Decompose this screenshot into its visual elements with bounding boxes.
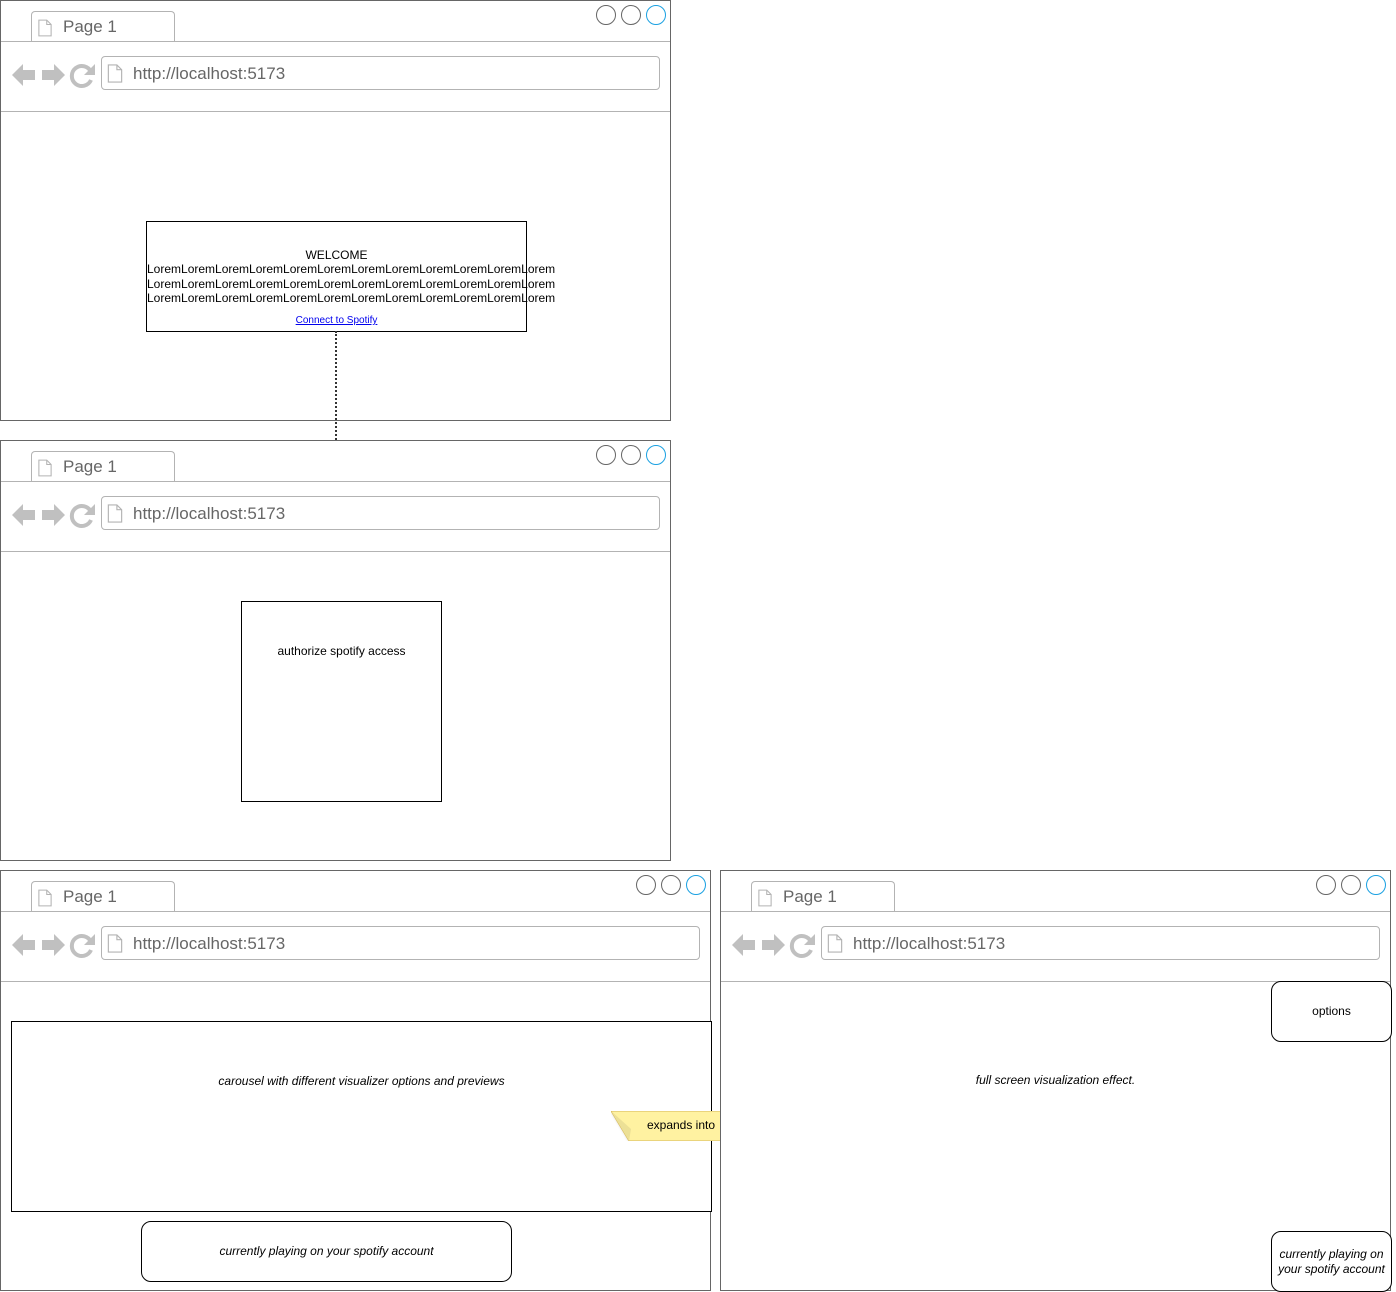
window-control-circle-active[interactable]	[646, 445, 666, 465]
tab-bar: Page 1	[1, 871, 710, 912]
page-icon	[107, 64, 123, 83]
lorem-line: LoremLoremLoremLoremLoremLoremLoremLorem…	[147, 291, 556, 305]
note-text: expands into	[646, 1118, 716, 1132]
tab-label: Page 1	[63, 457, 117, 476]
address-bar[interactable]: http://localhost:5173	[101, 496, 660, 530]
authorize-text: authorize spotify access	[277, 644, 406, 658]
tab-bar: Page 1	[721, 871, 1390, 912]
now-playing-bar: currently playing on your spotify accoun…	[141, 1221, 512, 1282]
options-button[interactable]: options	[1271, 981, 1392, 1042]
tab-bar: Page 1	[1, 1, 670, 42]
address-bar[interactable]: http://localhost:5173	[101, 56, 660, 90]
url-text: http://localhost:5173	[133, 64, 286, 83]
reload-icon[interactable]	[69, 64, 95, 88]
browser-window-visualizer: Page 1 http://localhost:5173 full screen…	[720, 870, 1392, 1292]
visualization-text: full screen visualization effect.	[975, 1073, 1136, 1087]
tab-label: Page 1	[63, 887, 117, 906]
forward-arrow-icon[interactable]	[42, 504, 65, 526]
window-control-circle-active[interactable]	[1366, 875, 1386, 895]
url-text: http://localhost:5173	[853, 934, 1006, 953]
back-arrow-icon[interactable]	[732, 934, 755, 956]
annotation-note: expands into	[611, 1111, 751, 1141]
nav-buttons	[12, 934, 95, 958]
back-arrow-icon[interactable]	[12, 934, 35, 956]
window-control-circle[interactable]	[621, 5, 641, 25]
tab-label: Page 1	[63, 17, 117, 36]
sticky-note-shape	[611, 1111, 751, 1141]
forward-arrow-icon[interactable]	[42, 64, 65, 86]
address-bar[interactable]: http://localhost:5173	[821, 926, 1380, 960]
nav-bar: http://localhost:5173	[721, 911, 1390, 982]
reload-icon[interactable]	[69, 934, 95, 958]
window-control-circle[interactable]	[596, 445, 616, 465]
visualizer-carousel[interactable]: carousel with different visualizer optio…	[11, 1021, 712, 1212]
reload-icon[interactable]	[789, 934, 815, 958]
authorize-box: authorize spotify access	[241, 601, 442, 802]
nav-buttons	[12, 504, 95, 528]
window-control-circle[interactable]	[1316, 875, 1336, 895]
url-text: http://localhost:5173	[133, 934, 286, 953]
window-controls	[1316, 875, 1386, 895]
forward-arrow-icon[interactable]	[42, 934, 65, 956]
browser-tab[interactable]: Page 1	[31, 11, 175, 41]
flow-connector	[335, 331, 337, 440]
window-control-circle[interactable]	[636, 875, 656, 895]
page-icon	[107, 934, 123, 953]
window-control-circle[interactable]	[1341, 875, 1361, 895]
window-control-circle[interactable]	[596, 5, 616, 25]
back-arrow-icon[interactable]	[12, 504, 35, 526]
now-playing-line: currently playing on	[1279, 1247, 1384, 1261]
welcome-box: WELCOME LoremLoremLoremLoremLoremLoremLo…	[146, 221, 556, 332]
nav-bar: http://localhost:5173	[1, 481, 670, 552]
page-icon	[38, 459, 52, 477]
page-icon	[38, 889, 52, 907]
browser-tab[interactable]: Page 1	[751, 881, 895, 911]
window-control-circle-active[interactable]	[686, 875, 706, 895]
lorem-line: LoremLoremLoremLoremLoremLoremLoremLorem…	[147, 262, 556, 276]
nav-buttons	[732, 934, 815, 958]
connect-to-spotify-link[interactable]: Connect to Spotify	[295, 315, 378, 326]
browser-window-carousel: Page 1 http://localhost:5173 carousel wi…	[0, 870, 712, 1291]
now-playing-corner: currently playing on your spotify accoun…	[1271, 1231, 1392, 1292]
window-control-circle[interactable]	[661, 875, 681, 895]
lorem-line: LoremLoremLoremLoremLoremLoremLoremLorem…	[147, 277, 556, 291]
browser-tab[interactable]: Page 1	[31, 451, 175, 481]
options-label: options	[1312, 1004, 1351, 1018]
browser-window-authorize: Page 1 http://localhost:5173 authorize s…	[0, 440, 671, 861]
page-icon	[38, 19, 52, 37]
page-icon	[758, 889, 772, 907]
tab-label: Page 1	[783, 887, 837, 906]
welcome-title: WELCOME	[305, 248, 368, 262]
window-controls	[636, 875, 706, 895]
now-playing-line: your spotify account	[1278, 1262, 1385, 1276]
window-control-circle-active[interactable]	[646, 5, 666, 25]
window-controls	[596, 445, 666, 465]
nav-buttons	[12, 64, 95, 88]
tab-bar: Page 1	[1, 441, 670, 482]
reload-icon[interactable]	[69, 504, 95, 528]
page-icon	[107, 504, 123, 523]
now-playing-text: currently playing on your spotify accoun…	[219, 1244, 434, 1258]
page-icon	[827, 934, 843, 953]
window-controls	[596, 5, 666, 25]
nav-bar: http://localhost:5173	[1, 911, 710, 982]
back-arrow-icon[interactable]	[12, 64, 35, 86]
window-control-circle[interactable]	[621, 445, 641, 465]
nav-bar: http://localhost:5173	[1, 41, 670, 112]
browser-tab[interactable]: Page 1	[31, 881, 175, 911]
url-text: http://localhost:5173	[133, 504, 286, 523]
address-bar[interactable]: http://localhost:5173	[101, 926, 700, 960]
forward-arrow-icon[interactable]	[762, 934, 785, 956]
carousel-text: carousel with different visualizer optio…	[218, 1074, 505, 1088]
